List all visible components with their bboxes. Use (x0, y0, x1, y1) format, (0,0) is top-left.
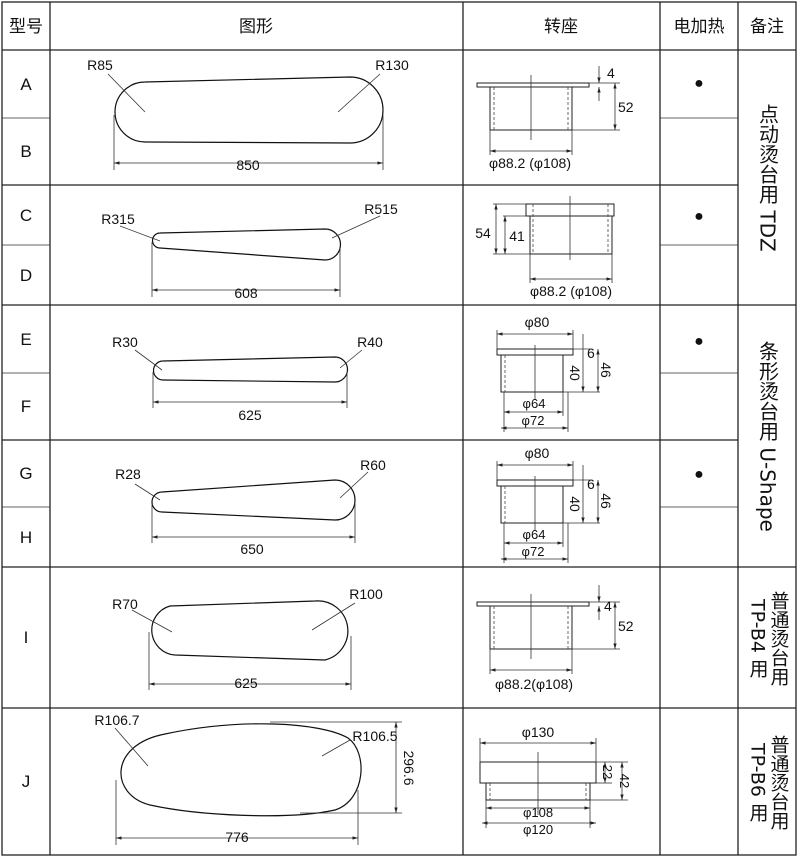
model-label: G (19, 464, 32, 483)
seat-drawing-i: 4 52 φ88.2(φ108) (476, 585, 634, 692)
radius-label: R60 (360, 457, 386, 473)
length-label: 608 (234, 285, 258, 301)
radius-label: R70 (112, 596, 138, 612)
header-remarks: 备注 (750, 17, 784, 37)
dim-label: 6 (587, 476, 595, 492)
model-label: I (24, 628, 29, 647)
dim-label: 52 (618, 99, 634, 115)
radius-label: R515 (364, 201, 398, 217)
model-label: F (21, 397, 31, 416)
heating-dot: ● (694, 75, 704, 92)
shape-drawing-gh: R28 R60 650 (115, 457, 386, 557)
radius-label: R85 (87, 57, 113, 73)
seat-drawing-gh: φ80 6 40 46 φ64 φ72 (496, 445, 614, 563)
dim-label: φ88.2 (φ108) (530, 283, 612, 299)
header-model: 型号 (9, 17, 43, 37)
dim-label: φ72 (522, 544, 545, 559)
shape-drawing-cd: R315 R515 608 (101, 201, 398, 301)
radius-label: R106.7 (94, 712, 139, 728)
seat-drawing-ab: 4 52 φ88.2 (φ108) (476, 65, 634, 171)
dim-label: 42 (617, 774, 632, 788)
dim-label: φ80 (525, 445, 550, 461)
heating-dot: ● (694, 466, 704, 483)
seat-drawing-j: φ130 22 42 φ108 φ120 (479, 724, 632, 837)
remark-text: TP-B4 用 (746, 598, 769, 678)
dim-label: 6 (587, 345, 595, 361)
header-heating: 电加热 (674, 17, 725, 37)
radius-label: R28 (115, 466, 141, 482)
dim-label: φ88.2 (φ108) (489, 155, 571, 171)
length-label: 625 (234, 675, 258, 691)
model-label: H (20, 528, 32, 547)
header-seat: 转座 (544, 17, 578, 37)
shape-drawing-ef: R30 R40 625 (112, 334, 383, 423)
model-label: J (22, 772, 31, 791)
heating-dot: ● (694, 333, 704, 350)
seat-drawing-cd: 54 41 φ88.2 (φ108) (475, 196, 615, 299)
remark-tdz: 点动烫台用 TDZ (739, 51, 796, 305)
dim-label: φ64 (523, 527, 546, 542)
radius-label: R40 (357, 334, 383, 350)
dim-label: 22 (600, 765, 615, 779)
length-label: 850 (236, 157, 260, 173)
dim-label: φ80 (525, 314, 550, 330)
radius-label: R100 (349, 586, 383, 602)
shape-drawing-ab: R85 R130 850 (87, 57, 409, 173)
dim-label: φ88.2(φ108) (495, 676, 573, 692)
radius-label: R130 (375, 57, 409, 73)
dim-label: 41 (509, 228, 525, 244)
model-label: C (20, 206, 32, 225)
remark-text: TP-B6 用 (746, 742, 769, 822)
remark-text: 普通烫台用 (767, 590, 790, 686)
dim-label: 40 (567, 496, 583, 512)
dim-label: 40 (567, 365, 583, 381)
dim-label: 52 (618, 618, 634, 634)
remark-text: 普通烫台用 (767, 734, 790, 830)
radius-label: R315 (101, 211, 135, 227)
header-shape: 图形 (239, 17, 273, 37)
heating-dot: ● (694, 208, 704, 225)
radius-label: R106.5 (352, 728, 397, 744)
dim-label: 46 (598, 493, 614, 509)
model-label: E (20, 330, 31, 349)
shape-drawing-i: R70 R100 625 (112, 586, 383, 691)
length-label: 650 (240, 541, 264, 557)
dim-label: 4 (607, 65, 615, 81)
seat-drawing-ef: φ80 6 40 46 φ64 φ72 (496, 314, 614, 432)
model-label: A (20, 75, 32, 94)
dim-label: φ120 (523, 822, 553, 837)
dim-label: φ72 (522, 413, 545, 428)
remark-text: 条形烫台用 U-Shape (755, 341, 780, 532)
model-column: A B C D E F G H I J (19, 75, 32, 791)
remark-text: 点动烫台用 TDZ (755, 104, 780, 252)
dim-label: φ64 (523, 396, 546, 411)
dim-label: 54 (475, 225, 491, 241)
radius-label: R30 (112, 334, 138, 350)
dim-label: 4 (604, 598, 612, 614)
length-label: 625 (238, 407, 262, 423)
remark-u-shape: 条形烫台用 U-Shape (739, 306, 796, 567)
dim-label: φ130 (522, 724, 555, 740)
width-label: 296.6 (401, 750, 417, 785)
model-label: B (20, 142, 31, 161)
dim-label: φ108 (523, 805, 553, 820)
length-label: 776 (225, 829, 249, 845)
shape-drawing-j: R106.7 R106.5 776 296.6 (94, 712, 417, 845)
model-label: D (20, 266, 32, 285)
dim-label: 46 (598, 362, 614, 378)
